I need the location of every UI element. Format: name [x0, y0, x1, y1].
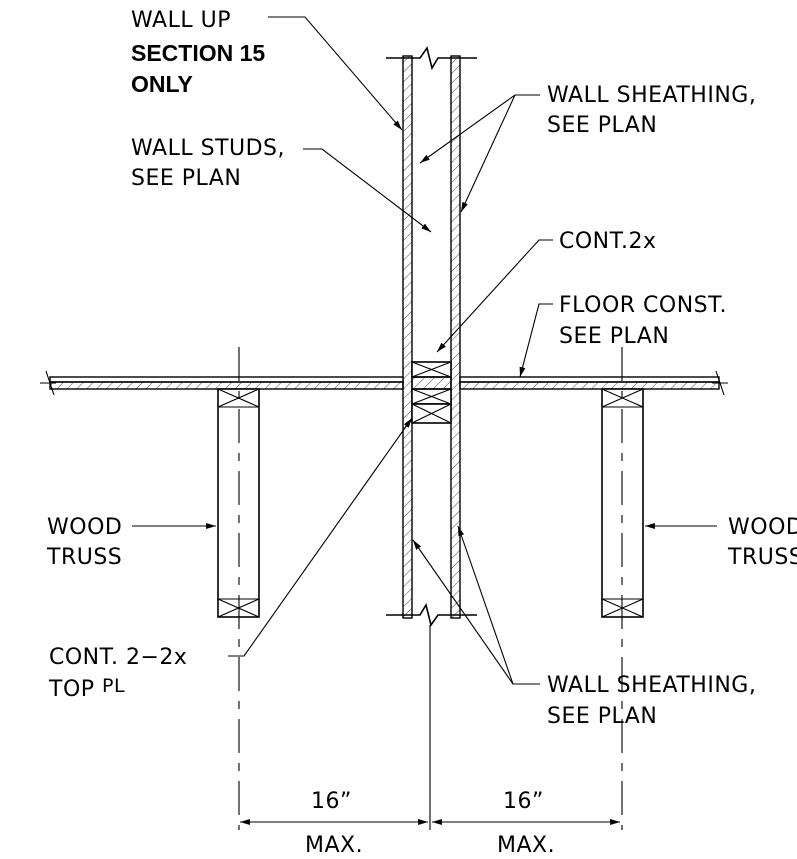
wood-truss-right: [601, 347, 644, 830]
floor-subfloor-left: [49, 376, 404, 383]
label-only: ONLY: [131, 71, 193, 97]
label-wall-up: WALL UP: [131, 8, 231, 33]
label-cont-2-2x: CONT. 2−2x: [49, 645, 187, 670]
label-floor-const: FLOOR CONST.: [559, 293, 727, 318]
label-cont-2x: CONT.2x: [559, 229, 656, 254]
labels: WALL UP SECTION 15 ONLY WALL STUDS, SEE …: [46, 8, 797, 858]
floor-sheathing-left: [49, 381, 404, 390]
dimension-right-value: 16”: [503, 789, 544, 814]
leader-lines: [132, 16, 717, 685]
floor-sheathing-right: [459, 381, 720, 390]
dimension-right-note: MAX.: [497, 833, 555, 858]
floor-assembly: [40, 370, 728, 396]
svg-text:PL: PL: [102, 675, 125, 697]
label-wall-sheathing-bottom: WALL SHEATHING,: [547, 673, 756, 698]
wood-truss-left: [217, 347, 260, 830]
label-wood-right: WOOD: [728, 515, 797, 540]
label-section-15: SECTION 15: [131, 40, 265, 66]
floor-subfloor-right: [459, 376, 720, 383]
wall-assembly: [386, 46, 477, 627]
label-wood-left: WOOD: [47, 515, 122, 540]
wall-sheathing-left: [402, 55, 413, 619]
label-wall-studs-see-plan: SEE PLAN: [131, 166, 241, 191]
plate-symbol: PL: [102, 675, 125, 697]
label-floor-see-plan: SEE PLAN: [559, 324, 669, 349]
label-wall-sheathing-bottom-see-plan: SEE PLAN: [547, 704, 657, 729]
label-wall-sheathing-top-see-plan: SEE PLAN: [547, 113, 657, 138]
label-truss-right: TRUSS: [727, 545, 797, 570]
break-line-top: [386, 46, 477, 71]
label-truss-left: TRUSS: [46, 545, 122, 570]
label-top: TOP: [48, 677, 95, 702]
label-wall-studs: WALL STUDS,: [131, 136, 285, 161]
break-line-bottom: [386, 602, 477, 627]
label-wall-sheathing-top: WALL SHEATHING,: [547, 83, 756, 108]
dimension-left-value: 16”: [311, 789, 352, 814]
dimension-left-note: MAX.: [305, 833, 363, 858]
